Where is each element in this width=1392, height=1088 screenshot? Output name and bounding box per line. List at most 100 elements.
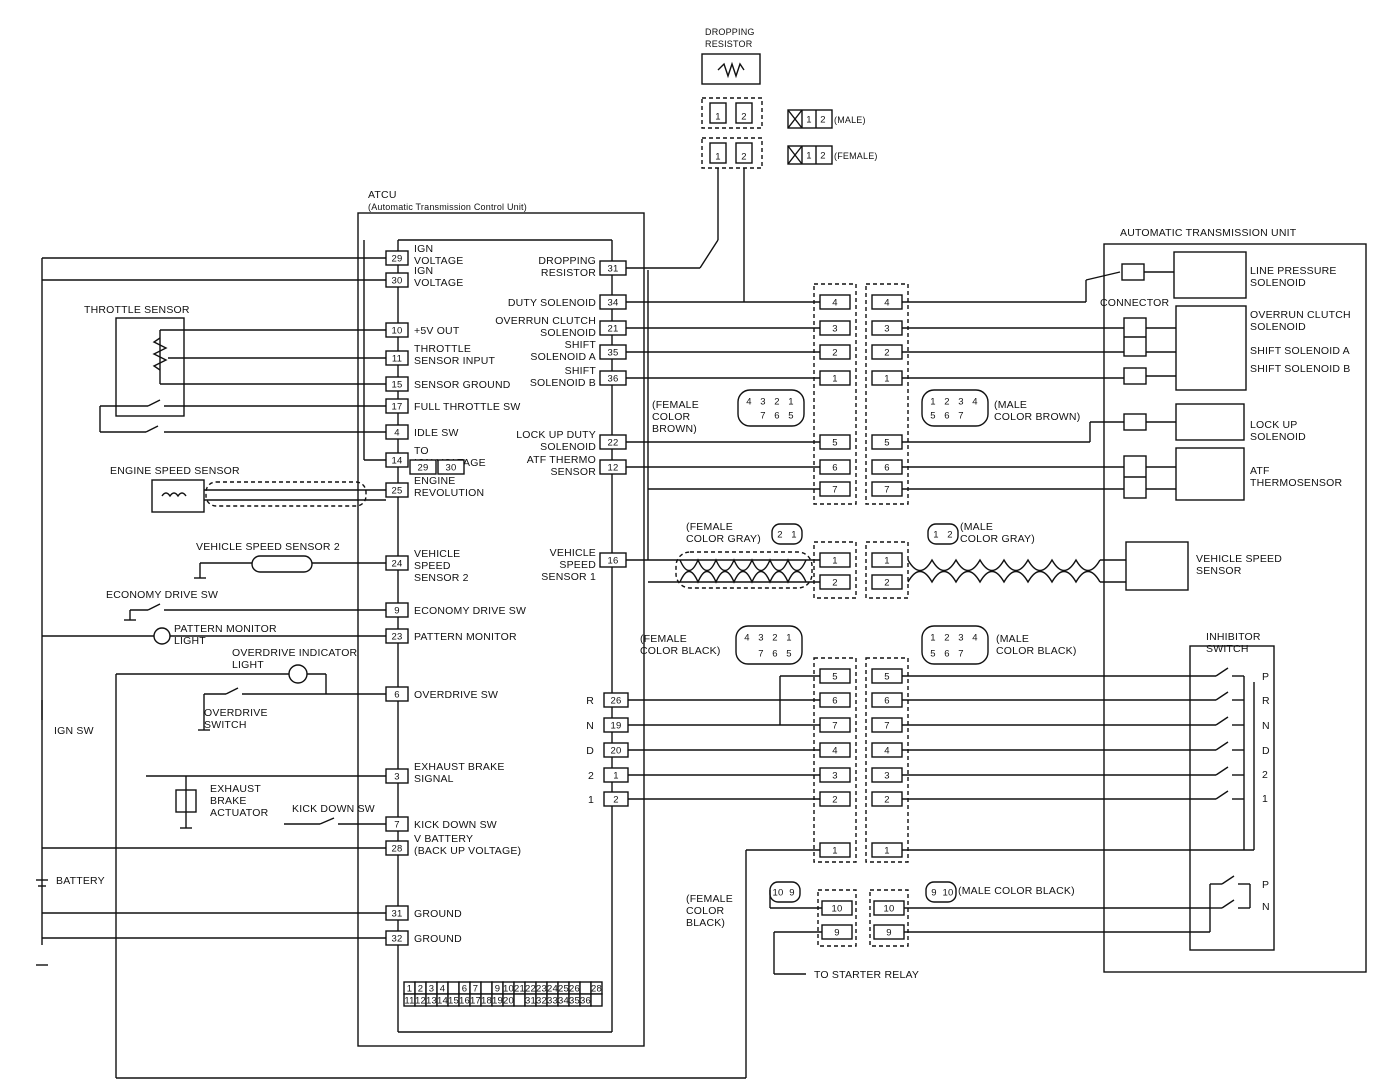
exhaust-brake-actuator-label: ACTUATOR (210, 807, 269, 819)
atcu-bottom-pin: 6 (462, 984, 467, 995)
atcu-left-pin-box (385, 602, 409, 618)
atcu-right-label: SOLENOID (540, 327, 596, 339)
brown-male-row: 4 (884, 298, 889, 309)
black-male-row: 1 (884, 846, 889, 857)
atcu-left-label: OVERDRIVE SW (414, 689, 498, 701)
pattern-monitor-light-label: PATTERN MONITOR (174, 623, 277, 635)
ign-sw-label: IGN SW (54, 725, 94, 737)
gray-female-row-box (819, 552, 851, 568)
black-female-row: 7 (832, 721, 837, 732)
atcu-left-pin: 32 (392, 934, 403, 945)
gray-male-row: 2 (884, 578, 889, 589)
black-female-row-box (819, 717, 851, 733)
gray-male-pin: 2 (947, 530, 952, 541)
inhibitor-switch-label: INHIBITOR (1206, 631, 1261, 643)
black-male-pin: 4 (972, 633, 977, 644)
brown-male-row-box (871, 320, 903, 336)
atcu-ign-sub-pin: 30 (446, 463, 457, 474)
overdrive-switch-label: SWITCH (204, 719, 247, 731)
gray-female-row: 1 (832, 556, 837, 567)
inhibitor-position: D (1262, 745, 1270, 757)
atcu-left-pin: 11 (392, 354, 402, 365)
gray-female-label: (FEMALE (686, 521, 733, 533)
atcu-range-pin-box (603, 717, 629, 733)
male-legend: (MALE) (834, 115, 866, 125)
atcu-bottom-pin: 13 (426, 996, 437, 1007)
atcu-left-label: SENSOR GROUND (414, 379, 511, 391)
vehicle-speed-sensor-2-label: VEHICLE SPEED SENSOR 2 (196, 541, 340, 553)
black-female-pin: 6 (772, 649, 777, 660)
line-pressure-label: SOLENOID (1250, 277, 1306, 289)
atcu-bottom-pin: 33 (547, 996, 558, 1007)
brown-female-label: (FEMALE (652, 399, 699, 411)
black-female-row-box (819, 791, 851, 807)
black-female-pin: 2 (772, 633, 777, 644)
brown-female-row-box (819, 370, 851, 386)
brown-female-row: 5 (832, 438, 837, 449)
atcu-right-pin: 22 (608, 438, 619, 449)
atcu-left-pin: 4 (394, 428, 399, 439)
black-female-pin: 3 (758, 633, 763, 644)
atcu-bottom-pin-box (579, 981, 592, 995)
black-male-row-box (871, 692, 903, 708)
atcu-range-pin-box (603, 692, 629, 708)
black-male-row-box (871, 791, 903, 807)
atcu-range-pin: 26 (611, 696, 622, 707)
atcu-right-pin: 31 (608, 264, 619, 275)
atcu-left-label: SENSOR 2 (414, 572, 469, 584)
brown-female-row-box (819, 459, 851, 475)
black-male-row: 7 (884, 721, 889, 732)
throttle-sensor-label: THROTTLE SENSOR (84, 304, 190, 316)
dropping-resistor-label: DROPPING (705, 27, 755, 37)
gray-male-label: (MALE (960, 521, 993, 533)
black-female-row: 3 (832, 771, 837, 782)
black-male-pin: 3 (958, 633, 963, 644)
atcu-left-pin-box (385, 840, 409, 856)
atcu-left-pin: 14 (392, 456, 403, 467)
black-female-row: 4 (832, 746, 837, 757)
resistor-pin-bottom: 1 (715, 152, 720, 163)
atcu-left-label: KICK DOWN SW (414, 819, 497, 831)
atcu-bottom-pin: 35 (569, 996, 580, 1007)
engine-speed-sensor-label: ENGINE SPEED SENSOR (110, 465, 240, 477)
black-female-row-box (819, 668, 851, 684)
black2-female-label: BLACK) (686, 917, 725, 929)
brown-female-row-box (819, 294, 851, 310)
black-female-pin: 5 (786, 649, 791, 660)
brown-male-pin: 2 (944, 397, 949, 408)
black-male-pin: 5 (930, 649, 935, 660)
atf-thermo-label: THERMOSENSOR (1250, 477, 1342, 489)
black-male-label: (MALE (996, 633, 1029, 645)
atcu-right-label: DROPPING (538, 255, 596, 267)
atcu-left-pin-box (385, 816, 409, 832)
atcu-right-pin-box (599, 344, 627, 360)
atcu-bottom-pin: 4 (440, 984, 445, 995)
inhibitor-position: 1 (1262, 793, 1268, 805)
brown-female-row-box (819, 481, 851, 497)
black-female-pin: 1 (786, 633, 791, 644)
atcu-left-pin: 23 (392, 632, 403, 643)
gray-male-row-box (871, 574, 903, 590)
atcu-right-label: SPEED (559, 559, 596, 571)
atcu-right-pin: 12 (608, 463, 619, 474)
black-female-label: COLOR BLACK) (640, 645, 721, 657)
black2-male-label: (MALE COLOR BLACK) (958, 885, 1075, 897)
gray-female-pin: 2 (777, 530, 782, 541)
pattern-monitor-light-label: LIGHT (174, 635, 206, 647)
black-female-row: 1 (832, 846, 837, 857)
black-male-row-box (871, 668, 903, 684)
inhibitor-position: R (1262, 695, 1270, 707)
atcu-right-label: SOLENOID (540, 441, 596, 453)
gray-male-row-box (871, 552, 903, 568)
atcu-range-pin: 1 (613, 771, 618, 782)
atcu-right-label: SENSOR 1 (541, 571, 596, 583)
black-female-row-box (819, 767, 851, 783)
atcu-range-label: R (586, 695, 594, 707)
atcu-bottom-pin: 2 (418, 984, 423, 995)
atcu-right-label: SOLENOID B (530, 377, 596, 389)
atcu-bottom-pin-box (447, 981, 460, 995)
black2-female-label: COLOR (686, 905, 725, 917)
atcu-right-pin-box (599, 320, 627, 336)
black-male-row-box (871, 842, 903, 858)
exhaust-brake-actuator-label: EXHAUST (210, 783, 261, 795)
